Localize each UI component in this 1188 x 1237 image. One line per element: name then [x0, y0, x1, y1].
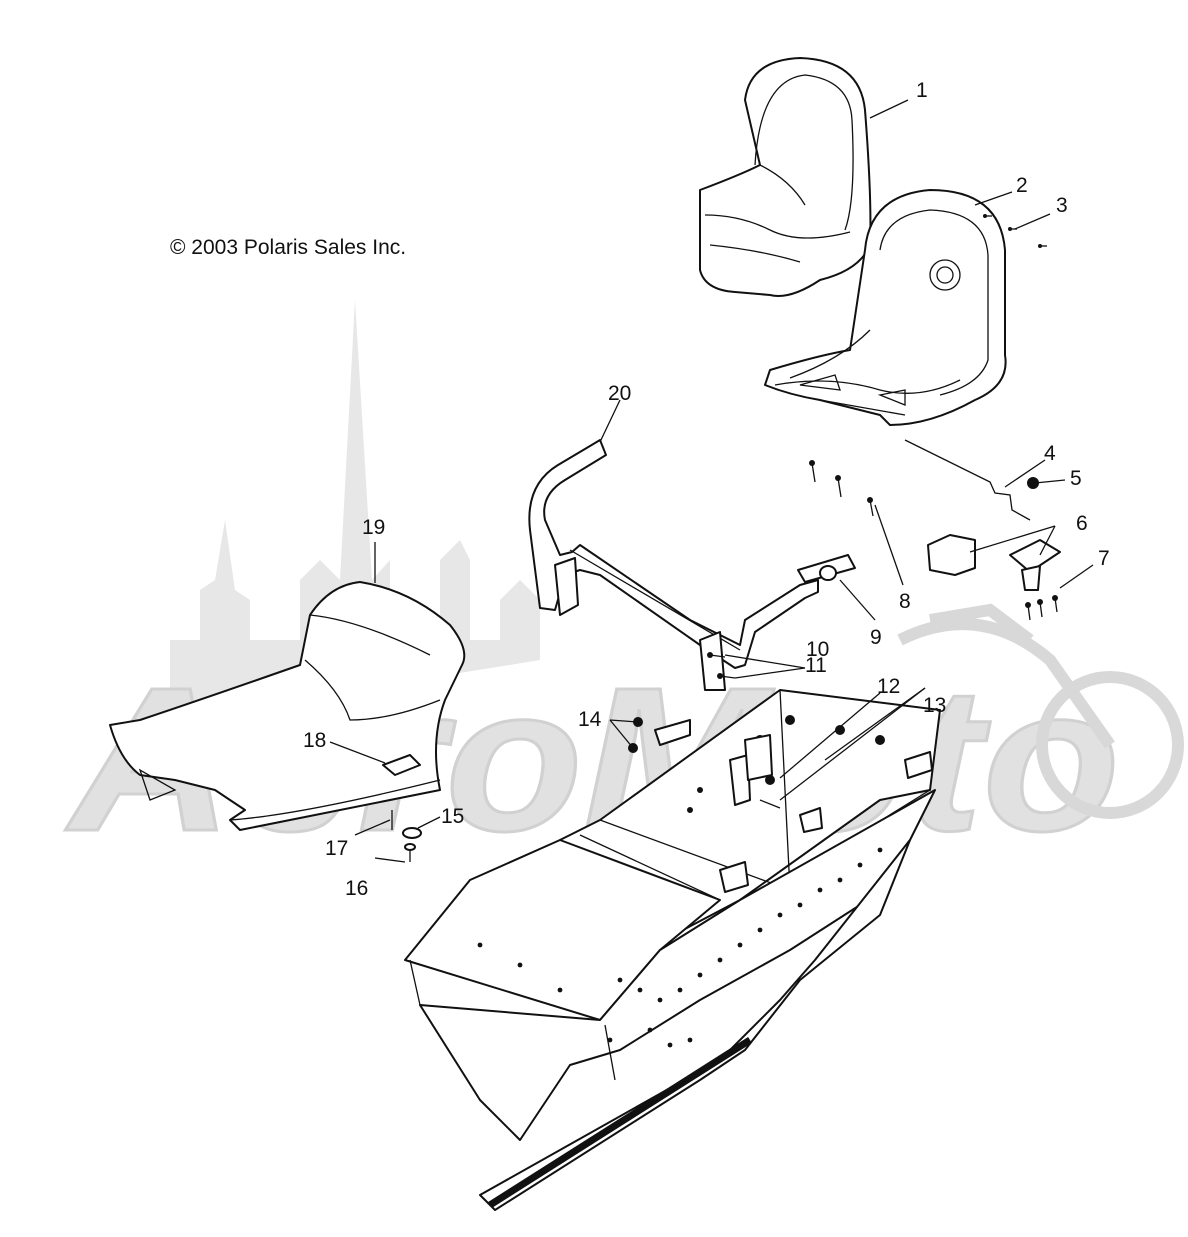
callout-2: 2: [1016, 174, 1028, 197]
callout-14: 14: [578, 708, 602, 731]
leader-lines: [329, 99, 1094, 863]
callout-8: 8: [899, 590, 911, 613]
screw-3: [983, 214, 1047, 248]
latch-brackets: [927, 534, 1061, 591]
seat-shell: [764, 189, 1007, 426]
callout-13: 13: [923, 694, 946, 717]
callout-7: 7: [1098, 547, 1110, 570]
chassis-tunnel: [404, 689, 941, 1211]
callout-9: 9: [870, 626, 882, 649]
callout-20: 20: [608, 382, 631, 405]
washer-15: [402, 827, 422, 839]
callout-18: 18: [303, 729, 326, 752]
watermark-skyline: [170, 300, 540, 720]
callout-4: 4: [1044, 442, 1056, 465]
callout-15: 15: [441, 805, 464, 828]
callout-3: 3: [1056, 194, 1068, 217]
bolts-11: [707, 652, 736, 679]
bolt-13: [759, 799, 781, 809]
handle-grip: [797, 554, 856, 583]
callout-11: 11: [805, 654, 827, 677]
seat-back-cushion: [699, 57, 872, 297]
copyright-notice: © 2003 Polaris Sales Inc.: [170, 236, 407, 259]
bolt-8: [809, 460, 874, 517]
callout-numbers: 1 2 3 4 5 6 7 8 9 10 11 12 13 14 15 16 1…: [303, 79, 1110, 900]
bracket-12: [744, 734, 773, 781]
callout-5: 5: [1070, 467, 1082, 490]
callout-19: 19: [362, 516, 385, 539]
callout-16: 16: [345, 877, 368, 900]
watermark-motorcycle: [897, 603, 1184, 819]
callout-12: 12: [877, 675, 900, 698]
screws-7: [1025, 595, 1058, 621]
bolt-16: [404, 843, 416, 862]
callout-10: 10: [806, 638, 829, 661]
callout-1: 1: [916, 79, 928, 102]
rear-seat-cushion: [109, 581, 466, 831]
callout-17: 17: [325, 837, 348, 860]
latch-rod: [904, 439, 1031, 521]
nut-5: [1027, 477, 1039, 489]
callout-6: 6: [1076, 512, 1088, 535]
